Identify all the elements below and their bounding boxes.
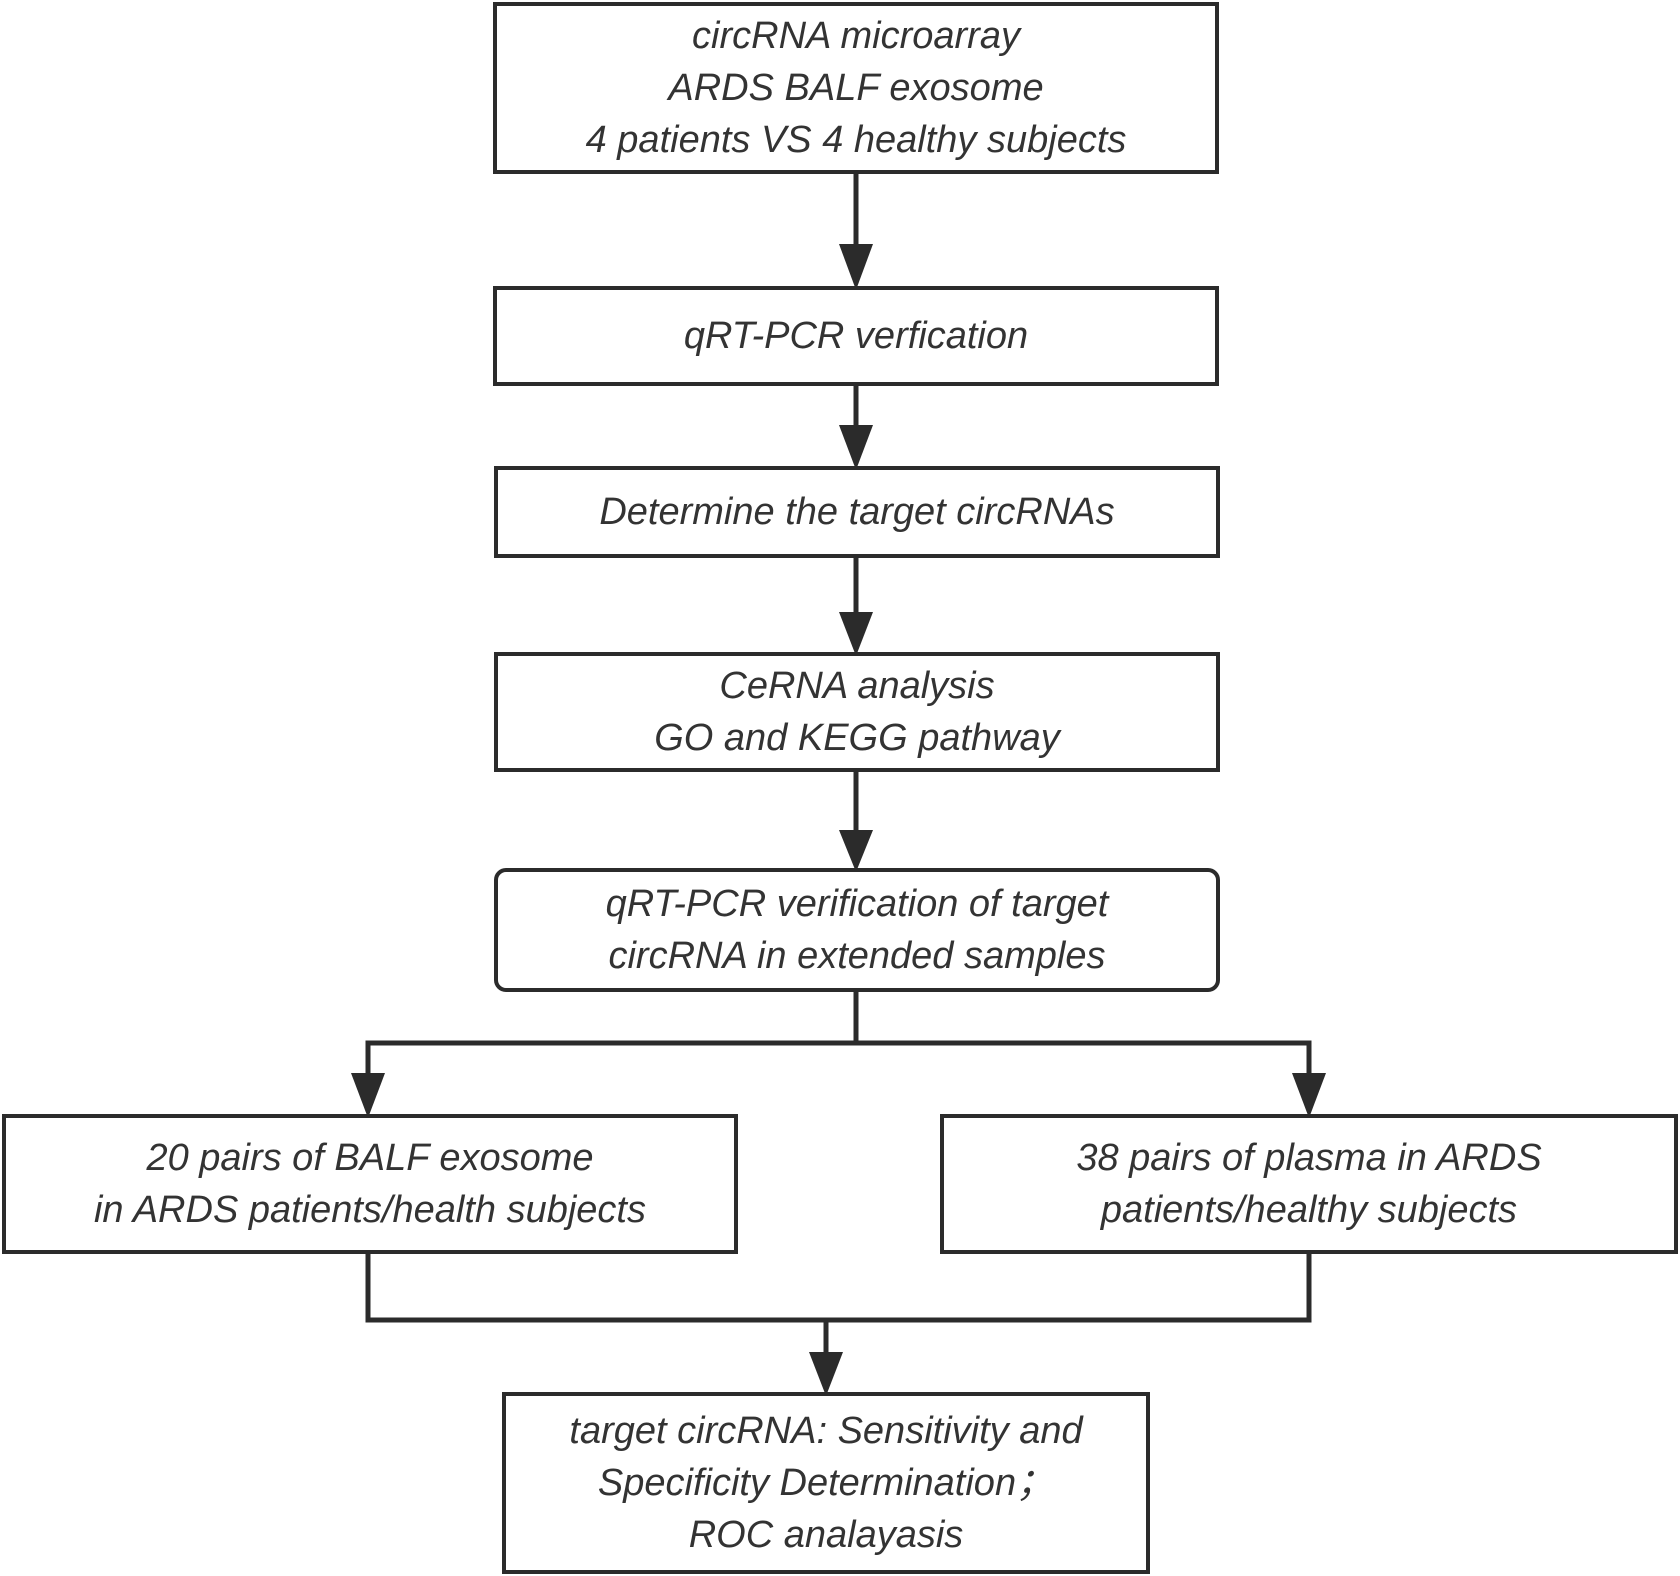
box-cerna-analysis-text: CeRNA analysis GO and KEGG pathway (654, 665, 1060, 759)
connector-merge (365, 1254, 1312, 1323)
box-balf-pairs: 20 pairs of BALF exosome in ARDS patient… (2, 1114, 738, 1254)
box-microarray-text: circRNA microarray ARDS BALF exosome 4 p… (585, 15, 1127, 161)
connector-split-left (365, 1040, 856, 1073)
box-qrtpcr-verification-text: qRT-PCR verfication (683, 315, 1029, 357)
box-determine-targets-text: Determine the target circRNAs (599, 491, 1115, 533)
box-cerna-analysis: CeRNA analysis GO and KEGG pathway (494, 652, 1220, 772)
arrowhead-qrtpcr (839, 244, 873, 290)
arrowhead-cerna (839, 612, 873, 656)
arrowhead-determine (839, 425, 873, 470)
box-extended-verification-text: qRT-PCR verification of target circRNA i… (605, 883, 1109, 977)
arrowhead-balf-pairs (351, 1073, 385, 1118)
box-determine-targets: Determine the target circRNAs (494, 466, 1220, 558)
box-plasma-pairs: 38 pairs of plasma in ARDS patients/heal… (940, 1114, 1678, 1254)
box-roc-analysis: target circRNA: Sensitivity and Specific… (502, 1392, 1150, 1574)
arrowhead-extended (839, 830, 873, 872)
box-balf-pairs-text: 20 pairs of BALF exosome in ARDS patient… (93, 1137, 646, 1231)
connector-split-right (856, 1040, 1312, 1073)
arrowhead-roc (809, 1352, 843, 1396)
box-extended-verification: qRT-PCR verification of target circRNA i… (494, 868, 1220, 992)
box-roc-analysis-text: target circRNA: Sensitivity and Specific… (569, 1410, 1083, 1556)
arrowhead-plasma-pairs (1292, 1073, 1326, 1118)
box-plasma-pairs-text: 38 pairs of plasma in ARDS patients/heal… (1076, 1137, 1542, 1231)
box-qrtpcr-verification: qRT-PCR verfication (493, 286, 1219, 386)
box-microarray: circRNA microarray ARDS BALF exosome 4 p… (493, 2, 1219, 174)
